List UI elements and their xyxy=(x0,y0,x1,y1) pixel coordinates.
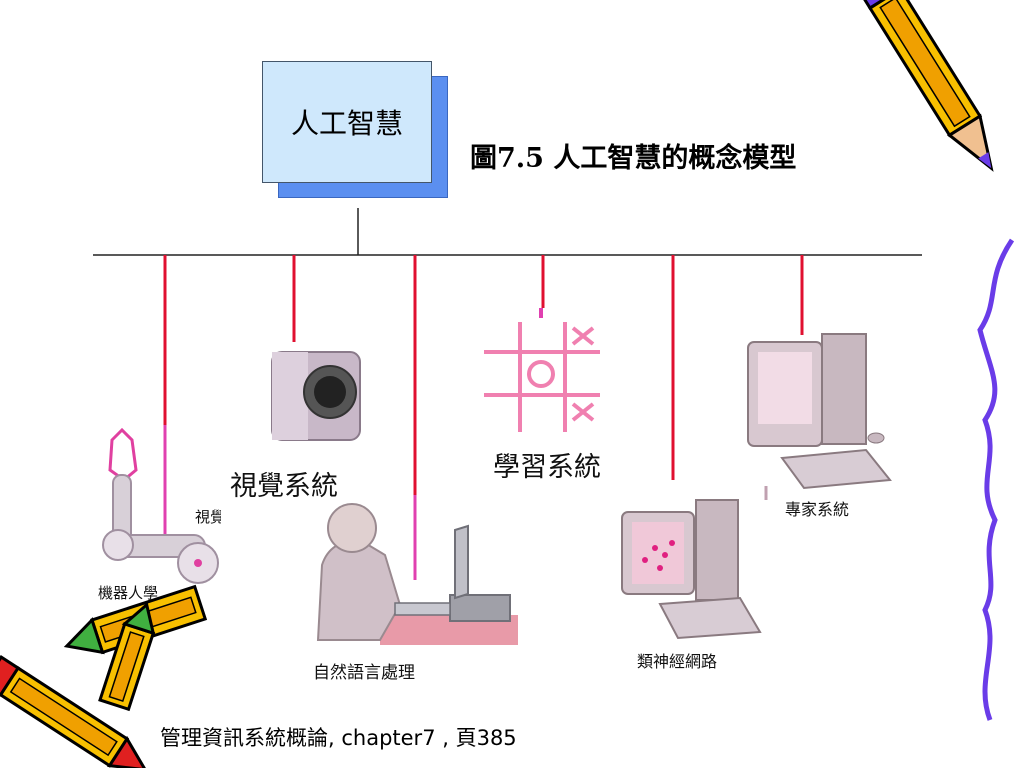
label-robotics: 機器人學 xyxy=(98,584,159,602)
crayons-bottom-left-icon xyxy=(0,584,208,768)
footer-citation: 管理資訊系統概論, chapter7 , 頁385 xyxy=(160,726,517,750)
desktop-computer-icon xyxy=(747,333,892,490)
diagram-title: 圖7.5 人工智慧的概念模型 xyxy=(470,143,797,174)
label-nlp: 自然語言處理 xyxy=(313,663,415,683)
squiggle-border xyxy=(977,238,1015,721)
label-vision-fragment: 視覺 xyxy=(195,508,221,526)
pencil-top-right-icon xyxy=(856,0,994,172)
person-at-computer-icon xyxy=(316,503,518,645)
camera-icon xyxy=(271,351,361,441)
label-learning: 學習系統 xyxy=(493,452,601,483)
label-vision: 視覺系統 xyxy=(230,471,338,502)
label-neural: 類神經網路 xyxy=(637,652,718,671)
computer-network-icon xyxy=(621,499,762,640)
tic-tac-toe-icon xyxy=(484,322,600,432)
robot-arm-icon xyxy=(102,427,219,584)
label-expert: 專家系統 xyxy=(785,500,850,519)
root-node: 人工智慧 xyxy=(262,61,432,183)
